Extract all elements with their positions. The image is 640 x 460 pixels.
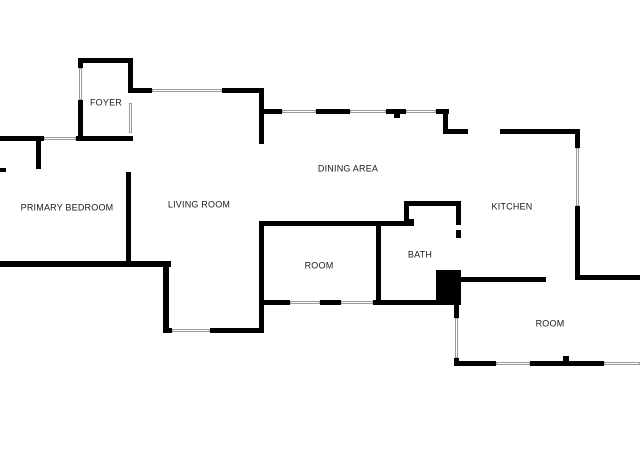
window — [496, 360, 530, 367]
wall-dining-step-top — [443, 129, 468, 134]
label-kitchen: KITCHEN — [492, 201, 533, 211]
window — [290, 299, 320, 306]
window — [77, 68, 84, 100]
wall-dining-step — [443, 109, 448, 134]
window — [282, 108, 316, 115]
label-living-room: LIVING ROOM — [168, 199, 230, 209]
wall-room-top — [259, 221, 414, 226]
label-room-center: ROOM — [305, 260, 334, 270]
wall-room-bath-divider — [376, 221, 381, 305]
wall-kitchen-bath-divider — [456, 201, 461, 225]
label-dining-area: DINING AREA — [318, 163, 378, 173]
room-labels: FOYER PRIMARY BEDROOM LIVING ROOM DINING… — [21, 97, 565, 328]
wall-dining-post — [394, 109, 400, 118]
wall-foyer-top — [78, 58, 133, 63]
window — [604, 360, 640, 367]
wall-bedroom-bottom — [0, 261, 171, 267]
window — [406, 108, 436, 115]
wall-lower-room-bottom — [454, 361, 640, 366]
wall-bedroom-closet — [36, 136, 41, 169]
window — [350, 108, 386, 115]
wall-living-left-lower — [163, 261, 169, 333]
wall-kitchen-bath-stub — [456, 230, 461, 238]
window — [453, 318, 460, 358]
window — [341, 299, 373, 306]
label-foyer: FOYER — [90, 97, 122, 107]
wall-living-right — [259, 88, 264, 144]
wall-bedroom-living-divider — [126, 172, 131, 262]
wall-closet-top — [404, 201, 461, 206]
wall-bedroom-stub — [0, 168, 6, 172]
wall-foyer-right — [128, 58, 133, 90]
windows — [44, 68, 640, 367]
wall-living-room-divider — [259, 223, 264, 333]
window — [172, 327, 210, 334]
window — [152, 87, 222, 94]
window — [127, 103, 134, 133]
wall-closet-left — [404, 201, 409, 221]
window — [44, 135, 76, 142]
wall-lower-room-post — [563, 356, 569, 364]
label-bath: BATH — [408, 249, 432, 259]
wall-kitchen-bottom-left — [456, 277, 546, 282]
window — [574, 148, 581, 206]
wall-kitchen-bottom-right — [575, 275, 640, 280]
wall-living-bottom — [163, 328, 264, 333]
label-primary-bedroom: PRIMARY BEDROOM — [21, 202, 114, 212]
wall-kitchen-top — [500, 129, 580, 134]
label-room-lower-right: ROOM — [536, 318, 565, 328]
